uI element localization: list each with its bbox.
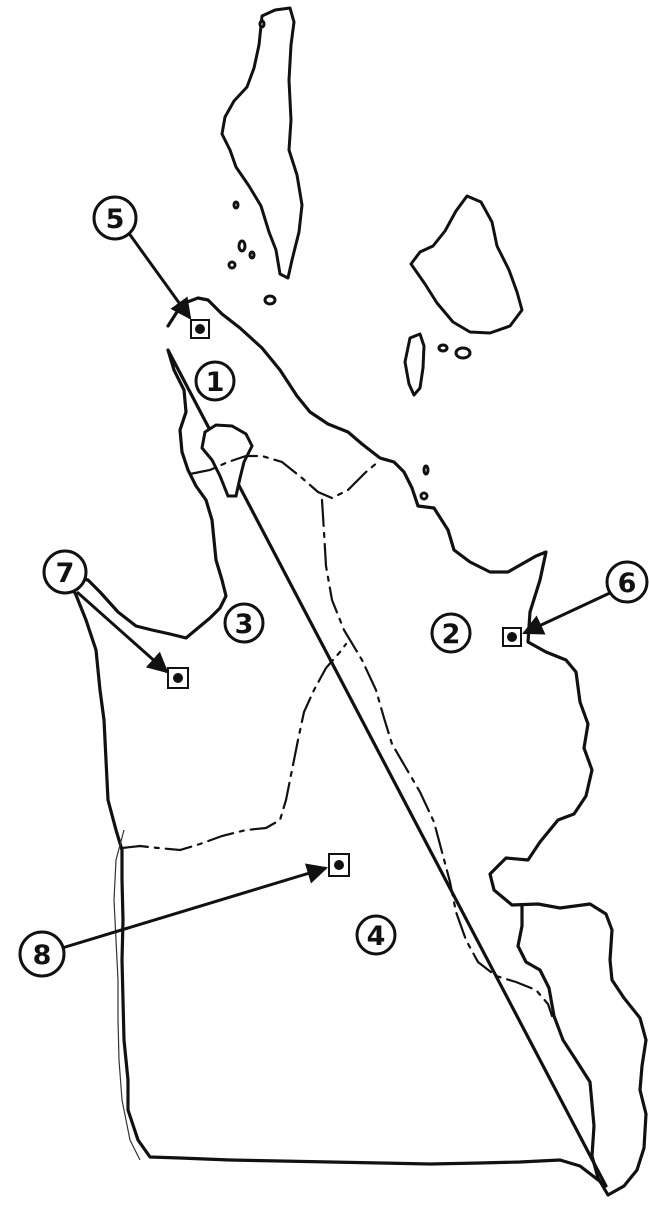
region-label-3: 3 <box>223 602 265 644</box>
islet <box>258 19 266 29</box>
svg-text:6: 6 <box>618 568 637 599</box>
svg-text:5: 5 <box>106 204 125 235</box>
region-label-2: 2 <box>430 612 472 654</box>
boundary-1-2 <box>188 454 380 500</box>
islet <box>227 260 237 270</box>
region-boundaries <box>120 454 554 1018</box>
arrow-icon <box>522 590 613 635</box>
region-label-4: 4 <box>355 914 397 956</box>
boundary-2-3 <box>320 498 554 1018</box>
islet <box>419 491 429 501</box>
islands <box>220 6 524 501</box>
boundary-3-4 <box>120 642 348 852</box>
svg-text:4: 4 <box>367 921 386 952</box>
svg-text:3: 3 <box>235 609 254 640</box>
island-small-east <box>403 332 426 397</box>
islet <box>454 346 472 360</box>
arrow-icon <box>61 863 329 950</box>
square-dot-marker-icon <box>167 667 189 689</box>
southern-border <box>68 348 608 1188</box>
island-east <box>409 194 524 335</box>
islet <box>248 250 256 260</box>
arrow-icon <box>126 231 192 320</box>
svg-text:2: 2 <box>442 619 461 650</box>
lake <box>200 423 254 498</box>
islet <box>263 294 277 306</box>
square-dot-marker-icon <box>328 853 350 877</box>
island-north <box>220 6 304 280</box>
svg-text:8: 8 <box>33 940 52 971</box>
arrow-icon <box>76 590 169 674</box>
square-dot-marker-icon <box>502 627 522 647</box>
callout-label-8: 8 <box>18 930 66 978</box>
callout-label-7: 7 <box>42 549 88 595</box>
islet <box>437 343 449 353</box>
mainland-coastline <box>166 296 648 1197</box>
svg-text:7: 7 <box>56 558 75 589</box>
callout-label-5: 5 <box>92 195 138 241</box>
square-dot-marker-icon <box>190 319 210 339</box>
islet <box>237 239 247 253</box>
callout-label-6: 6 <box>605 560 649 604</box>
islet <box>232 200 240 210</box>
region-label-1: 1 <box>194 360 236 402</box>
svg-text:1: 1 <box>206 367 225 398</box>
islet <box>422 464 430 476</box>
west-coast-trace <box>113 829 141 1161</box>
